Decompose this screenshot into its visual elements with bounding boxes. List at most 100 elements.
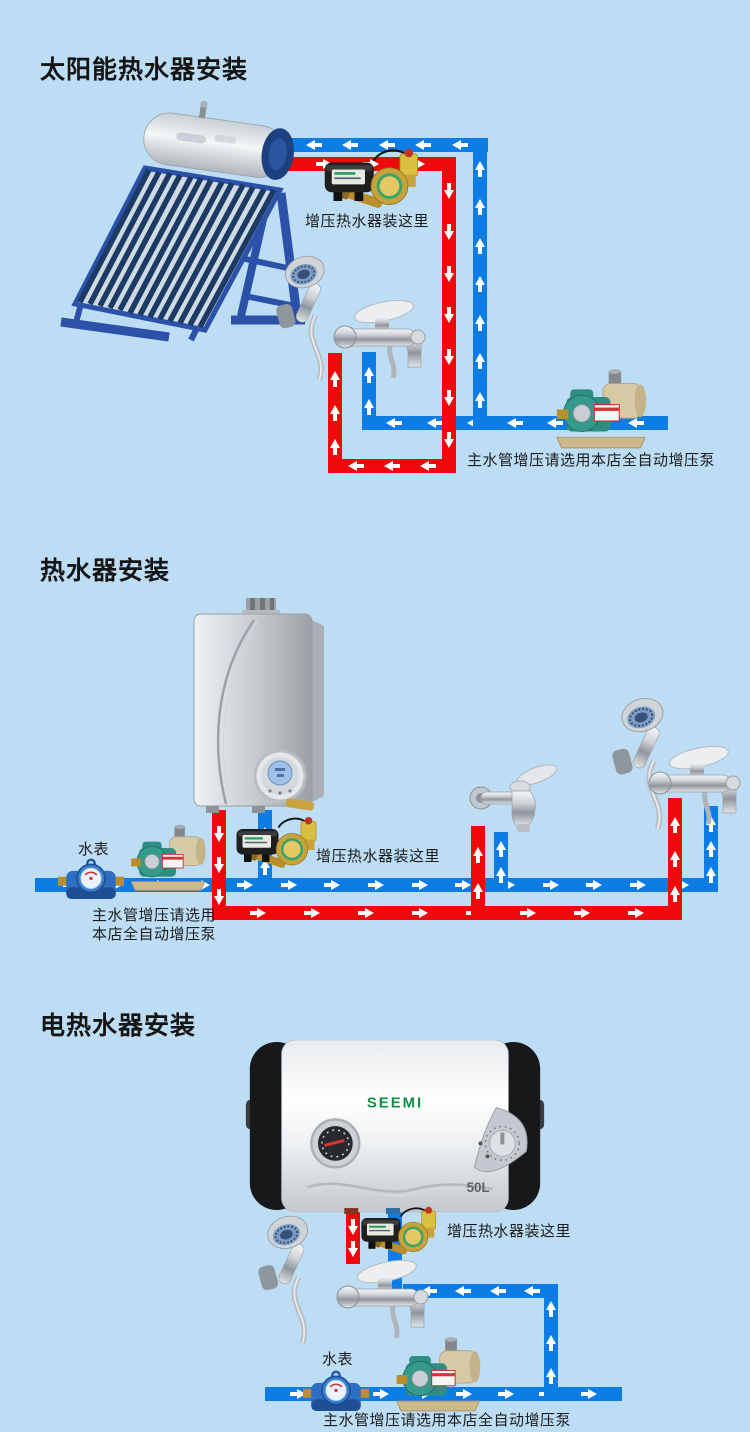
flow-arrow-icon (329, 371, 341, 387)
hot-pipe (442, 157, 456, 473)
flow-arrow-icon (705, 866, 717, 883)
flow-arrow-icon (495, 866, 507, 883)
flow-arrow-icon (523, 1285, 540, 1297)
section-electric-heading: 电热水器安装 (40, 1012, 197, 1040)
flow-arrow-icon (324, 879, 341, 891)
booster-pump-label: 增压热水器装这里 (316, 848, 441, 865)
flow-arrow-icon (386, 417, 403, 429)
main-pump-label: 主水管增压请选用本店全自动增压泵 (467, 452, 716, 469)
flow-arrow-icon (547, 417, 564, 429)
flow-arrow-icon (421, 1285, 438, 1297)
main-pump-label-line1: 主水管增压请选用 (92, 907, 217, 924)
flow-arrow-icon (213, 888, 225, 905)
flow-arrow-icon (443, 390, 455, 406)
flow-arrow-icon (669, 885, 681, 902)
flow-arrow-icon (545, 1367, 557, 1384)
flow-arrow-icon (443, 348, 455, 365)
mixer-faucet-illustration (333, 1256, 433, 1338)
flow-arrow-icon (669, 851, 681, 867)
flow-arrow-icon (495, 841, 507, 858)
cold-pipe (285, 138, 488, 152)
flow-arrow-icon (443, 307, 455, 323)
flow-arrow-icon (363, 367, 375, 384)
flow-arrow-icon (443, 182, 455, 199)
flow-arrow-icon (669, 816, 681, 833)
flow-arrow-icon (348, 460, 364, 472)
flow-arrow-icon (342, 139, 358, 151)
hot-pipe (471, 826, 485, 920)
main-pump-label: 主水管增压请选用本店全自动增压泵 (323, 1412, 572, 1429)
flow-arrow-icon (259, 859, 271, 876)
brand-text: SEEMI (367, 1096, 423, 1112)
cold-pipe (35, 878, 717, 892)
flow-arrow-icon (363, 398, 375, 415)
flow-arrow-icon (280, 879, 297, 891)
flow-arrow-icon (373, 1388, 390, 1400)
flow-arrow-icon (474, 160, 486, 177)
water-meter-label: 水表 (78, 841, 110, 858)
main-pump-label-line2: 本店全自动增压泵 (92, 926, 217, 943)
flow-arrow-icon (420, 460, 436, 472)
flow-arrow-icon (497, 1388, 514, 1400)
cold-pipe (544, 1284, 558, 1401)
hot-pipe (328, 459, 456, 473)
shower-head-illustration (258, 1212, 332, 1346)
hot-pipe (668, 798, 682, 920)
flow-arrow-icon (542, 879, 559, 891)
solar-water-heater-illustration (60, 100, 305, 342)
flow-arrow-icon (237, 879, 254, 891)
flow-arrow-icon (474, 199, 486, 215)
water-meter-label: 水表 (322, 1351, 354, 1368)
flow-arrow-icon (358, 907, 374, 919)
flow-arrow-icon (305, 139, 322, 151)
flow-arrow-icon (574, 907, 590, 919)
booster-pump-label: 增压热水器装这里 (447, 1223, 572, 1240)
flow-arrow-icon (329, 439, 341, 455)
flow-arrow-icon (213, 825, 225, 842)
flow-arrow-icon (472, 846, 484, 863)
flow-arrow-icon (474, 276, 486, 292)
section-gas-heading: 热水器安装 (40, 557, 171, 585)
flow-arrow-icon (629, 879, 646, 891)
booster-pump-illustration (235, 815, 318, 872)
flow-arrow-icon (415, 139, 431, 151)
section-solar-heading: 太阳能热水器安装 (40, 56, 249, 84)
auto-pump-illustration (396, 1336, 481, 1412)
cold-pipe (403, 1284, 558, 1298)
flow-arrow-icon (455, 1285, 472, 1297)
flow-arrow-icon (705, 841, 717, 857)
flow-arrow-icon (507, 417, 523, 429)
flow-arrow-icon (250, 907, 266, 919)
flow-arrow-icon (520, 907, 536, 919)
auto-pump-illustration (556, 368, 647, 449)
flow-arrow-icon (443, 265, 455, 282)
cold-pipe (473, 138, 487, 430)
flow-arrow-icon (411, 879, 428, 891)
flow-arrow-icon (628, 907, 644, 919)
gas-water-heater-illustration (193, 598, 324, 813)
wall-tap-illustration (469, 760, 560, 833)
cold-pipe (494, 832, 508, 892)
capacity-text: 50L (467, 1180, 490, 1195)
flow-arrow-icon (329, 405, 341, 421)
cold-pipe (362, 352, 376, 430)
flow-arrow-icon (472, 883, 484, 900)
flow-arrow-icon (489, 1285, 506, 1297)
flow-arrow-icon (474, 237, 486, 254)
flow-arrow-icon (456, 1388, 473, 1400)
flow-arrow-icon (213, 857, 225, 873)
flow-arrow-icon (368, 879, 384, 891)
flow-arrow-icon (580, 1388, 597, 1400)
flow-arrow-icon (412, 907, 428, 919)
flow-arrow-icon (545, 1301, 557, 1318)
flow-arrow-icon (455, 879, 472, 891)
flow-arrow-icon (384, 460, 400, 472)
flow-arrow-icon (315, 158, 332, 170)
flow-arrow-icon (545, 1334, 557, 1351)
flow-arrow-icon (443, 431, 455, 448)
flow-arrow-icon (426, 417, 443, 429)
mixer-faucet-illustration (330, 296, 430, 378)
flow-arrow-icon (443, 224, 455, 240)
electric-water-heater-illustration: SEEMI 50L (245, 1040, 545, 1214)
